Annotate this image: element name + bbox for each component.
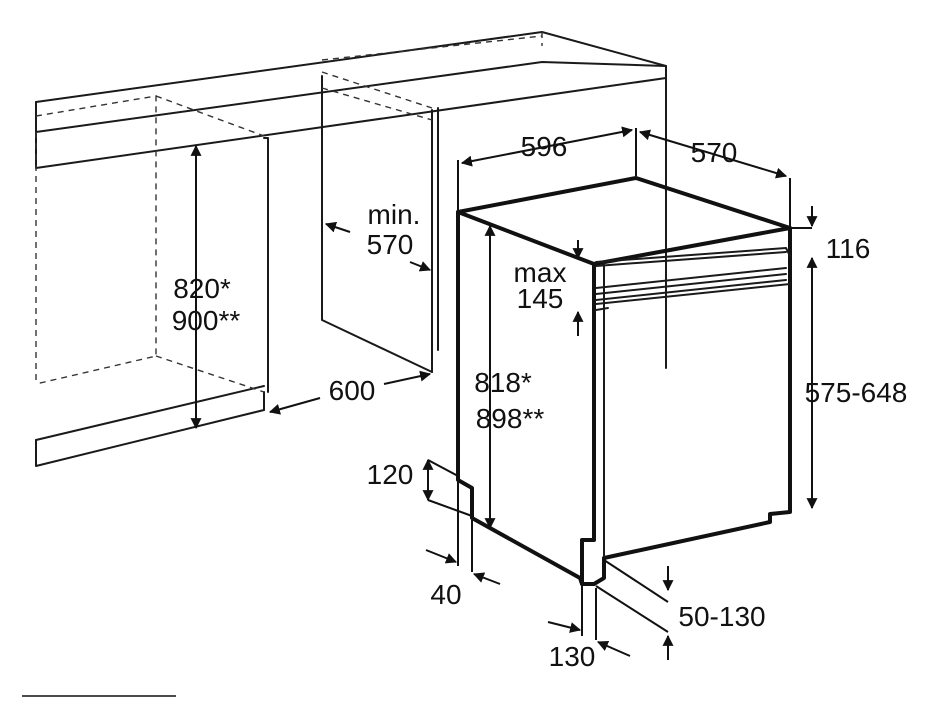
niche-side-panel [321,75,439,373]
worktop-outline [35,31,667,467]
label-appliance-height-1: 818* [474,367,532,398]
label-min: min. [368,199,421,230]
label-niche-height-2: 900** [172,305,241,336]
label-niche-width: 600 [329,375,376,406]
dimension-labels: 596 570 116 min. 570 max 145 820* 900** … [172,131,908,672]
left-cabinet [263,137,269,411]
label-max-value: 145 [517,283,564,314]
label-min-value: 570 [367,229,414,260]
label-worktop-gap: 116 [826,233,871,264]
label-foot-offset: 130 [549,641,596,672]
label-plinth-height: 120 [367,459,414,490]
label-depth: 570 [691,137,738,168]
label-niche-height-1: 820* [173,273,231,304]
label-appliance-height-2: 898** [476,403,545,434]
label-plinth-depth: 50-130 [678,601,765,632]
label-plinth-recess: 40 [430,579,461,610]
label-panel-height: 575-648 [805,377,908,408]
hidden-lines [35,32,543,393]
dimension-lines [190,126,818,660]
label-width: 596 [521,131,568,162]
label-max: max [514,257,567,288]
